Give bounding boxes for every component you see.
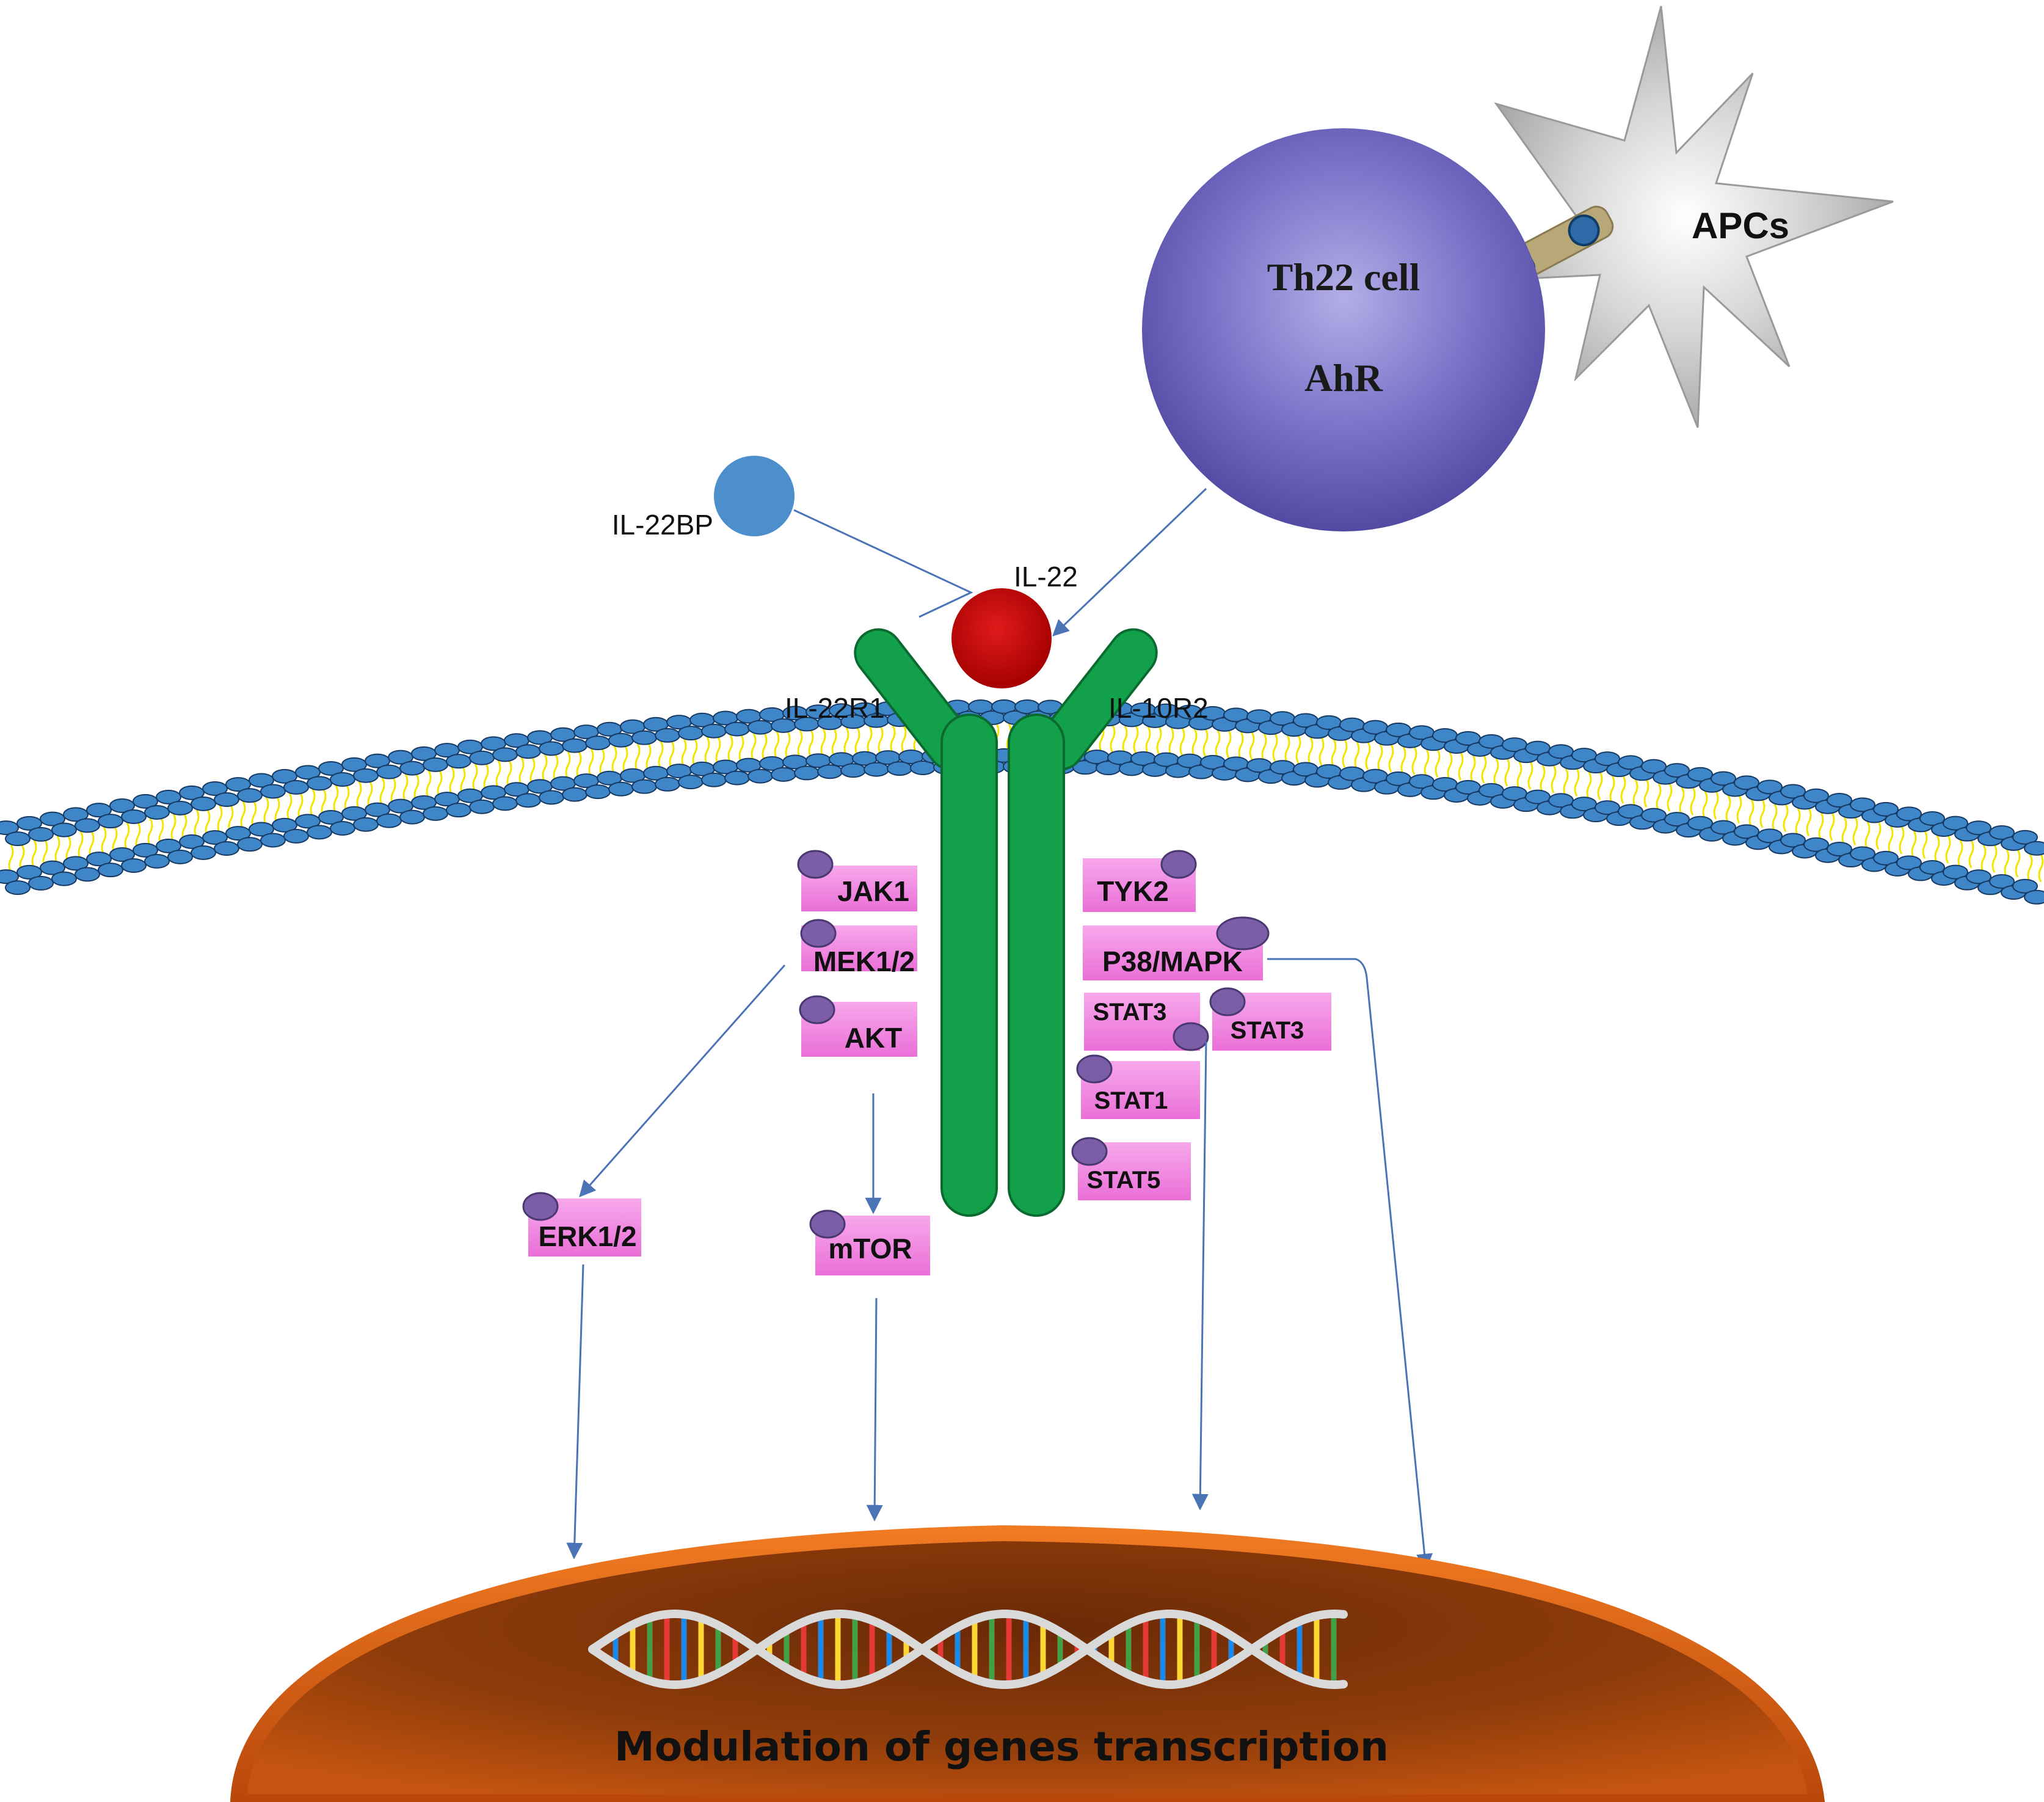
jak1-label: JAK1 bbox=[837, 875, 909, 907]
il10r2-label: IL-10R2 bbox=[1108, 692, 1209, 724]
arrow-erk-to-nucleus bbox=[566, 1264, 584, 1559]
arrow-p38-to-nucleus bbox=[1267, 958, 1433, 1570]
kinase-akt: AKT bbox=[799, 995, 917, 1057]
kinase-tyk2: TYK2 bbox=[1083, 850, 1197, 912]
stat3-a-label: STAT3 bbox=[1093, 999, 1167, 1026]
cell-membrane-bilayer bbox=[0, 699, 2044, 905]
th22-to-il22-arrow bbox=[1052, 487, 1207, 637]
il22r1-receptor bbox=[854, 628, 998, 1217]
il22bp-circle bbox=[714, 456, 795, 536]
signaling-arrows bbox=[566, 958, 1433, 1570]
il22-ligand: IL-22 bbox=[951, 561, 1078, 688]
kinase-stat5: STAT5 bbox=[1071, 1137, 1191, 1200]
il22-circle bbox=[951, 588, 1052, 688]
mtor-label: mTOR bbox=[828, 1233, 912, 1264]
kinase-mtor: mTOR bbox=[809, 1209, 930, 1275]
tyk2-label: TYK2 bbox=[1097, 875, 1169, 907]
apc-label: APCs bbox=[1692, 205, 1789, 246]
nucleus: Modulation of genes transcription bbox=[230, 1525, 1825, 1802]
arrow-stat3-to-nucleus bbox=[1191, 1041, 1209, 1511]
il22-receptor-complex: IL-22R1 IL-10R2 bbox=[785, 628, 1209, 1217]
kinase-stat3-b: STAT3 bbox=[1173, 987, 1331, 1051]
il22bp: IL-22BP bbox=[612, 456, 973, 618]
il22bp-label: IL-22BP bbox=[612, 509, 713, 541]
il22r1-label: IL-22R1 bbox=[785, 692, 885, 724]
arrow-mtor-to-nucleus bbox=[866, 1297, 883, 1522]
stat3-b-label: STAT3 bbox=[1231, 1017, 1304, 1044]
ahr-label: AhR bbox=[1304, 356, 1383, 399]
akt-label: AKT bbox=[845, 1022, 903, 1054]
dna-double-helix bbox=[588, 1610, 1348, 1689]
kinase-erk12: ERK1/2 bbox=[522, 1192, 641, 1257]
il22-label: IL-22 bbox=[1014, 561, 1078, 593]
kinase-jak1: JAK1 bbox=[797, 850, 917, 911]
p38mapk-label: P38/MAPK bbox=[1102, 946, 1243, 977]
erk12-label: ERK1/2 bbox=[538, 1220, 636, 1252]
th22-cell-body bbox=[1142, 128, 1545, 531]
kinase-stat1: STAT1 bbox=[1076, 1054, 1200, 1119]
il22bp-line bbox=[793, 509, 973, 618]
mek12-label: MEK1/2 bbox=[813, 946, 915, 977]
th22-cell-label: Th22 cell bbox=[1267, 255, 1420, 299]
nucleus-label: Modulation of genes transcription bbox=[614, 1723, 1389, 1770]
stat5-label: STAT5 bbox=[1087, 1167, 1161, 1194]
kinase-mek12: MEK1/2 bbox=[800, 919, 917, 977]
arrow-mek-to-erk bbox=[579, 965, 786, 1198]
stat1-label: STAT1 bbox=[1094, 1087, 1168, 1114]
il10r2-receptor bbox=[1008, 628, 1158, 1217]
th22-cell: Th22 cell AhR bbox=[1142, 128, 1545, 531]
kinase-p38mapk: P38/MAPK bbox=[1083, 916, 1270, 980]
